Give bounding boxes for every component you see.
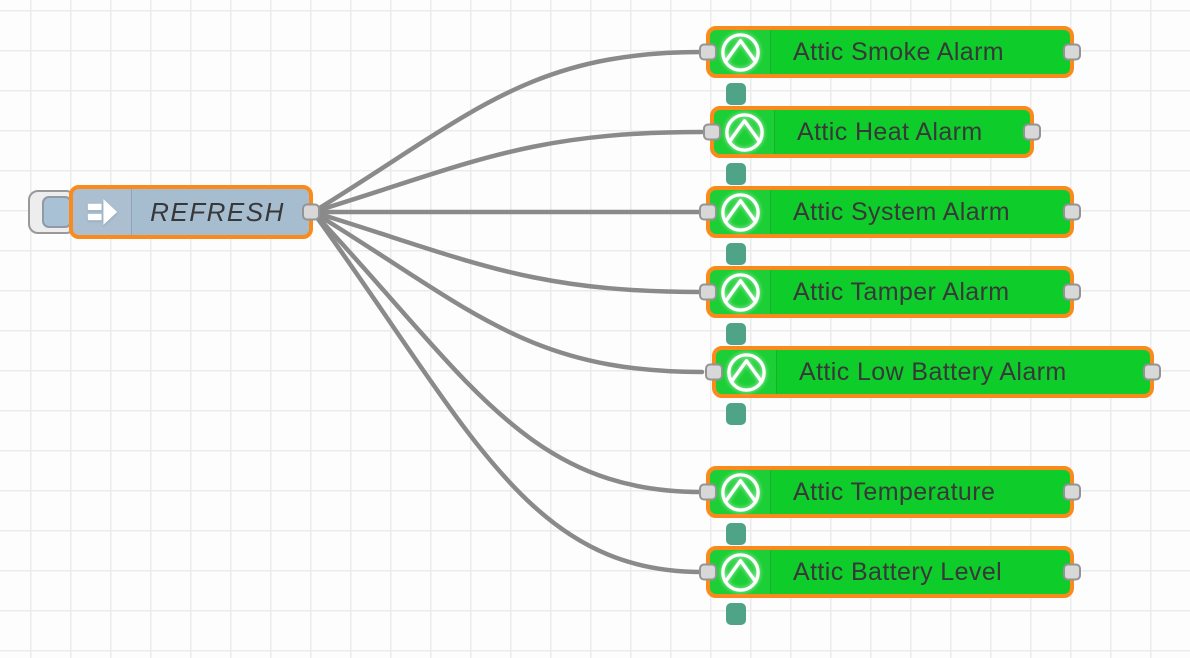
openhab-icon (710, 190, 771, 234)
node-status-indicator (726, 323, 746, 345)
wire-refresh-to-smoke[interactable] (310, 49, 705, 215)
input-port[interactable] (705, 363, 723, 381)
node-label: Attic Battery Level (793, 557, 1003, 586)
openhab-icon (710, 30, 771, 74)
node-label: Attic System Alarm (793, 197, 1010, 226)
node-label: Attic Tamper Alarm (793, 277, 1010, 306)
node-attic-temperature[interactable]: Attic Temperature (699, 466, 1081, 518)
output-port[interactable] (1063, 203, 1081, 221)
node-status-indicator (726, 603, 746, 625)
output-port[interactable] (1063, 283, 1081, 301)
wire-refresh-to-low-battery[interactable] (310, 209, 705, 375)
node-label: Attic Smoke Alarm (793, 37, 1005, 66)
inject-trigger-button[interactable] (42, 196, 72, 228)
wire-refresh-to-tamper[interactable] (310, 209, 705, 295)
node-label: Attic Heat Alarm (797, 117, 983, 146)
node-label: Attic Temperature (793, 477, 996, 506)
inject-arrow-icon (73, 189, 132, 235)
input-port[interactable] (703, 123, 721, 141)
output-port[interactable] (1023, 123, 1041, 141)
node-status-indicator (726, 403, 746, 425)
wire-refresh-to-temperature[interactable] (310, 209, 705, 495)
openhab-icon (710, 270, 771, 314)
input-port[interactable] (699, 43, 717, 61)
output-port[interactable] (302, 203, 320, 221)
openhab-icon (716, 350, 777, 394)
input-port[interactable] (699, 203, 717, 221)
openhab-icon (710, 470, 771, 514)
node-attic-tamper-alarm[interactable]: Attic Tamper Alarm (699, 266, 1081, 318)
input-port[interactable] (699, 283, 717, 301)
node-attic-battery-level[interactable]: Attic Battery Level (699, 546, 1081, 598)
node-status-indicator (726, 243, 746, 265)
node-status-indicator (726, 83, 746, 105)
output-port[interactable] (1063, 43, 1081, 61)
input-port[interactable] (699, 563, 717, 581)
node-label: REFRESH (150, 196, 285, 227)
output-port[interactable] (1143, 363, 1161, 381)
input-port[interactable] (699, 483, 717, 501)
node-status-indicator (726, 523, 746, 545)
openhab-icon (710, 550, 771, 594)
node-refresh-inject[interactable]: REFRESH (69, 185, 320, 239)
node-attic-system-alarm[interactable]: Attic System Alarm (699, 186, 1081, 238)
wire-refresh-to-heat[interactable] (310, 129, 705, 215)
node-attic-low-battery-alarm[interactable]: Attic Low Battery Alarm (705, 346, 1161, 398)
output-port[interactable] (1063, 563, 1081, 581)
node-status-indicator (726, 163, 746, 185)
node-attic-smoke-alarm[interactable]: Attic Smoke Alarm (699, 26, 1081, 78)
output-port[interactable] (1063, 483, 1081, 501)
node-label: Attic Low Battery Alarm (799, 357, 1067, 386)
wire-refresh-to-battery[interactable] (310, 209, 705, 575)
openhab-icon (714, 110, 775, 154)
node-attic-heat-alarm[interactable]: Attic Heat Alarm (703, 106, 1041, 158)
